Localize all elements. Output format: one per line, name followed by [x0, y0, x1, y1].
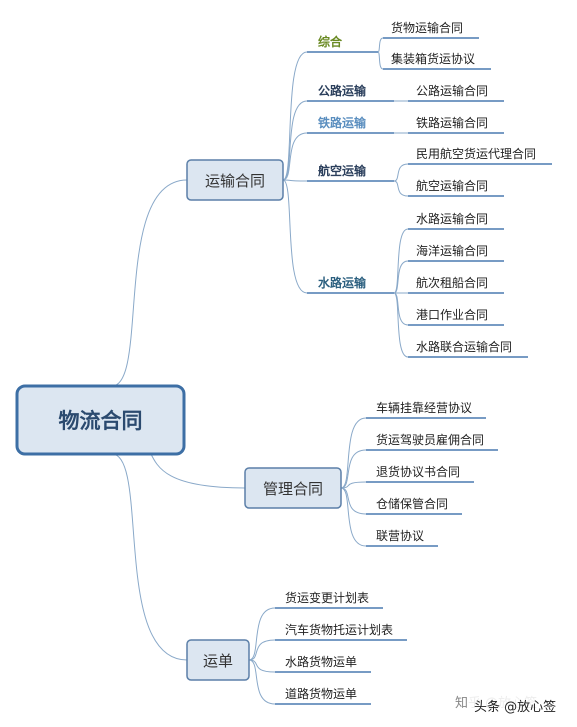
leaf-item: 海洋运输合同 [416, 243, 488, 258]
connector-line [282, 179, 308, 182]
leaf-item: 铁路运输合同 [416, 115, 488, 130]
leaf-item: 民用航空货运代理合同 [416, 146, 536, 161]
connector-line [282, 132, 308, 181]
connector-line [393, 163, 409, 182]
leaf-item: 集装箱货运协议 [391, 51, 475, 66]
connector-line [111, 179, 188, 387]
leaf-item: 货运驾驶员雇佣合同 [376, 432, 484, 447]
branch-waybill[interactable] [186, 639, 250, 681]
connector-line [393, 180, 409, 197]
subgroup-4-label: 水路运输 [318, 275, 367, 290]
connector-line [340, 487, 367, 547]
watermark-background [468, 694, 573, 716]
connector-line [248, 639, 276, 661]
connector-line [248, 607, 276, 661]
leaf-item: 水路货物运单 [285, 654, 357, 669]
connector-line [282, 100, 308, 181]
connector-line [393, 292, 409, 358]
branch-transport-contract-label: 运输合同 [205, 172, 265, 190]
leaf-item: 车辆挂靠经营协议 [376, 400, 472, 415]
leaf-item: 货物运输合同 [391, 20, 463, 35]
leaf-item: 道路货物运单 [285, 686, 357, 701]
leaf-item: 汽车货物托运计划表 [285, 622, 393, 637]
leaf-item: 水路联合运输合同 [416, 339, 512, 354]
connector-line [377, 51, 384, 70]
root-node-label: 物流合同 [59, 409, 143, 433]
connector-line [248, 659, 276, 705]
connector-line [340, 487, 367, 515]
connector-line [340, 449, 367, 489]
leaf-item: 货运变更计划表 [285, 590, 369, 605]
leaf-item: 退货协议书合同 [376, 464, 460, 479]
subgroup-3-label: 航空运输 [318, 163, 367, 178]
branch-management-contract[interactable] [244, 467, 342, 509]
connector-line [377, 37, 384, 53]
leaf-item: 航次租船合同 [416, 275, 488, 290]
leaf-item: 公路运输合同 [416, 83, 488, 98]
watermark-main: 头条 @放心签 [474, 699, 556, 715]
branch-waybill-label: 运单 [203, 652, 233, 670]
connector-line [111, 453, 188, 661]
leaf-item: 水路运输合同 [416, 211, 488, 226]
connectors [111, 37, 552, 705]
leaf-item: 仓储保管合同 [376, 496, 448, 511]
connector-line [282, 51, 308, 181]
leaf-item: 航空运输合同 [416, 178, 488, 193]
leaf-item: 联营协议 [376, 528, 424, 543]
branch-transport-contract[interactable] [186, 159, 284, 201]
root-node[interactable] [15, 384, 186, 456]
leaf-item: 港口作业合同 [416, 307, 488, 322]
branch-management-contract-label: 管理合同 [263, 480, 323, 498]
connector-line [282, 179, 308, 294]
subgroup-2-label: 铁路运输 [318, 115, 367, 130]
subgroup-1-label: 公路运输 [318, 83, 367, 98]
connector-line [340, 481, 367, 489]
subgroup-0-label: 综合 [318, 34, 343, 49]
connector-line [393, 260, 409, 294]
connector-line [340, 417, 367, 489]
